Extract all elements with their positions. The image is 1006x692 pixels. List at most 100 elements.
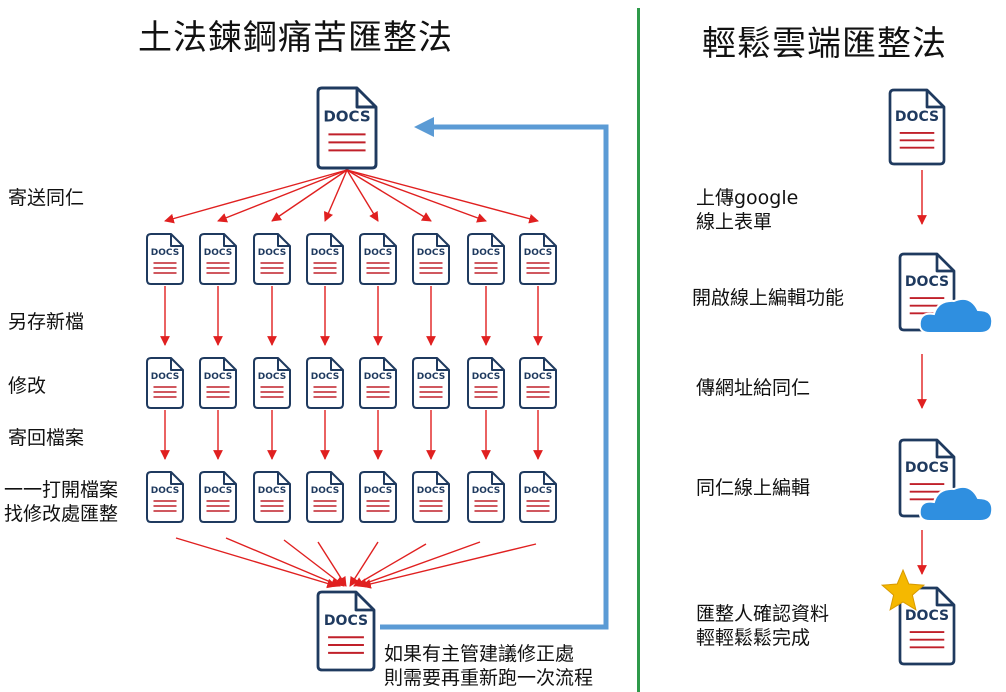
cloud-icon — [918, 485, 994, 522]
step-merge-line2: 找修改處匯整 — [4, 503, 119, 525]
doc-page — [467, 471, 505, 523]
doc-fold — [330, 234, 343, 247]
copy-doc-icon: DOCS — [253, 233, 291, 285]
doc-label: DOCS — [905, 608, 949, 624]
right-title: 輕鬆雲端匯整法 — [702, 24, 947, 64]
doc-page — [359, 471, 397, 523]
doc-page — [306, 357, 344, 409]
doc-label: DOCS — [204, 248, 232, 258]
copy-doc-icon: DOCS — [199, 233, 237, 285]
doc-fold — [436, 358, 449, 371]
step-edit-label: 修改 — [8, 375, 47, 397]
doc-page — [146, 471, 184, 523]
confirm-line2: 輕輕鬆鬆完成 — [696, 627, 811, 649]
copy-doc-icon: DOCS — [146, 357, 184, 409]
doc-label: DOCS — [258, 486, 286, 496]
doc-fold — [491, 472, 504, 485]
doc-label: DOCS — [895, 109, 939, 125]
upload-line1: 上傳google — [696, 187, 799, 209]
doc-label: DOCS — [472, 486, 500, 496]
copy-doc-icon: DOCS — [306, 233, 344, 285]
upload-line2: 線上表單 — [696, 211, 773, 233]
doc-fold — [383, 472, 396, 485]
doc-fold — [925, 90, 944, 109]
merge-arrow — [283, 539, 345, 587]
copy-doc-icon: DOCS — [359, 233, 397, 285]
doc-label: DOCS — [364, 248, 392, 258]
doc-fold — [277, 472, 290, 485]
copy-doc-icon: DOCS — [146, 233, 184, 285]
loop-note: 如果有主管建議修正處 則需要再重新跑一次流程 — [384, 642, 593, 690]
step-merge-label: 一一打開檔案 找修改處匯整 — [4, 478, 118, 526]
doc-page — [519, 471, 557, 523]
share-url-label: 傳網址給同仁 — [696, 377, 811, 399]
doc-fold — [170, 472, 183, 485]
doc-page — [253, 233, 291, 285]
doc-page — [199, 471, 237, 523]
star-icon — [880, 568, 926, 611]
doc-page — [306, 233, 344, 285]
doc-fold — [935, 254, 954, 273]
copy-doc-icon: DOCS — [412, 233, 450, 285]
merge-arrow — [317, 541, 347, 587]
doc-label: DOCS — [364, 486, 392, 496]
doc-fold — [543, 472, 556, 485]
doc-page — [467, 233, 505, 285]
copy-doc-icon: DOCS — [359, 357, 397, 409]
doc-fold — [355, 88, 376, 109]
doc-fold — [935, 588, 954, 607]
doc-label: DOCS — [204, 372, 232, 382]
doc-label: DOCS — [204, 486, 232, 496]
loop-note-line1: 如果有主管建議修正處 — [384, 643, 575, 665]
doc-page — [359, 233, 397, 285]
upload-label: 上傳google 線上表單 — [696, 186, 798, 234]
fanout-arrow — [323, 169, 348, 222]
copy-doc-icon: DOCS — [467, 357, 505, 409]
doc-page — [199, 357, 237, 409]
doc-page — [412, 233, 450, 285]
doc-label: DOCS — [151, 372, 179, 382]
copy-doc-icon: DOCS — [519, 357, 557, 409]
doc-page — [146, 233, 184, 285]
fanout-arrow — [217, 169, 348, 223]
doc-fold — [277, 358, 290, 371]
doc-fold — [436, 234, 449, 247]
copy-doc-icon: DOCS — [306, 357, 344, 409]
merge-arrow — [175, 537, 337, 589]
doc-fold — [170, 358, 183, 371]
doc-page — [253, 471, 291, 523]
doc-page — [316, 590, 376, 672]
doc-fold — [543, 358, 556, 371]
fanout-arrow — [271, 169, 348, 222]
doc-page — [316, 86, 378, 170]
doc-page — [306, 471, 344, 523]
left-title: 土法鍊鋼痛苦匯整法 — [138, 18, 453, 58]
doc-fold — [277, 234, 290, 247]
merge-arrow — [225, 537, 341, 588]
copy-doc-icon: DOCS — [412, 471, 450, 523]
doc-label: DOCS — [311, 486, 339, 496]
copy-doc-icon: DOCS — [253, 471, 291, 523]
step-merge-line1: 一一打開檔案 — [4, 479, 119, 501]
doc-label: DOCS — [472, 248, 500, 258]
upload-doc-icon: DOCS — [888, 88, 946, 166]
copy-doc-icon: DOCS — [199, 357, 237, 409]
doc-page — [253, 357, 291, 409]
doc-fold — [170, 234, 183, 247]
doc-label: DOCS — [258, 248, 286, 258]
doc-fold — [935, 440, 954, 459]
co-edit-label: 同仁線上編輯 — [696, 477, 811, 499]
merge-arrow — [357, 541, 481, 588]
doc-page — [412, 357, 450, 409]
doc-label: DOCS — [905, 460, 949, 476]
copy-doc-icon: DOCS — [467, 471, 505, 523]
fanout-arrow — [346, 169, 539, 224]
step-save-as-label: 另存新檔 — [8, 311, 85, 333]
doc-fold — [223, 358, 236, 371]
doc-label: DOCS — [311, 372, 339, 382]
doc-label: DOCS — [151, 486, 179, 496]
doc-page — [888, 88, 946, 166]
doc-label: DOCS — [323, 108, 370, 126]
enable-edit-label: 開啟線上編輯功能 — [692, 287, 845, 309]
